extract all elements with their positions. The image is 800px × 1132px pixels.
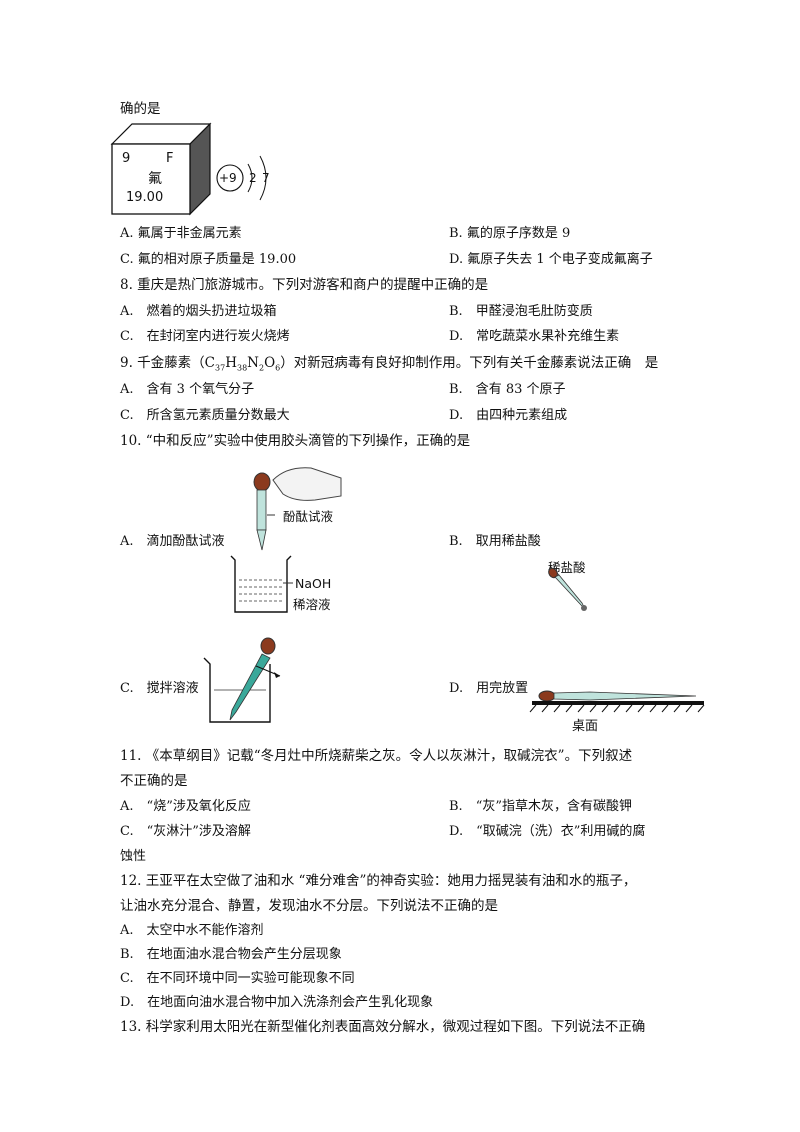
q9-stem: 9. 千金藤素（C37H38N2O6）对新冠病毒有良好抑制作用。下列有关千金藤素…	[120, 355, 659, 373]
q12-option-c[interactable]: C. 在不同环境中同一实验可能现象不同	[120, 971, 355, 986]
q11-option-a[interactable]: A. “烧”涉及氧化反应	[120, 799, 251, 814]
atomic-structure-diagram	[216, 155, 267, 201]
q9-option-b[interactable]: B. 含有 83 个原子	[449, 382, 566, 397]
q12-option-d[interactable]: D. 在地面向油水混合物中加入洗涤剂会产生乳化现象	[120, 995, 434, 1010]
atom-shell-2: 7	[262, 171, 270, 185]
dropper-tilted-figure	[548, 567, 587, 611]
tile-atomic-number: 9	[122, 151, 131, 166]
q7-stem-tail: 确的是	[120, 101, 161, 117]
q12-stem-line2: 让油水充分混合、静置，发现油水不分层。下列说法不正确的是	[120, 898, 498, 914]
q7-option-d[interactable]: D. 氟原子失去 1 个电子变成氟离子	[449, 252, 653, 267]
dropper-stir-figure	[203, 637, 281, 723]
label-table: 桌面	[572, 719, 599, 734]
q9-option-d[interactable]: D. 由四种元素组成	[449, 408, 568, 423]
q11-stem-line1: 11. 《本草纲目》记载“冬月灶中所烧薪柴之灰。令人以灰淋汁，取碱浣衣”。下列叙…	[120, 748, 633, 764]
q8-option-c[interactable]: C. 在封闭室内进行炭火烧烤	[120, 329, 290, 344]
q10-option-b[interactable]: B. 取用稀盐酸	[449, 534, 541, 549]
q8-stem: 8. 重庆是热门旅游城市。下列对游客和商户的提醒中正确的是	[120, 277, 489, 293]
q12-stem-line1: 12. 王亚平在太空做了油和水 “难分难舍”的神奇实验：她用力摇晃装有油和水的瓶…	[120, 873, 637, 889]
q12-option-b[interactable]: B. 在地面油水混合物会产生分层现象	[120, 947, 342, 962]
label-dilute-solution: 稀溶液	[293, 597, 331, 612]
q13-stem: 13. 科学家利用太阳光在新型催化剂表面高效分解水，微观过程如下图。下列说法不正…	[120, 1019, 646, 1035]
q8-option-d[interactable]: D. 常吃蔬菜水果补充维生素	[449, 329, 620, 344]
q9-option-a[interactable]: A. 含有 3 个氧气分子	[120, 382, 255, 397]
q7-option-b[interactable]: B. 氟的原子序数是 9	[449, 226, 571, 241]
dropper-on-table-figure	[529, 690, 705, 713]
q10-option-c[interactable]: C. 搅拌溶液	[120, 681, 199, 696]
tile-element-name: 氟	[148, 171, 162, 187]
dropper-drop-figure	[230, 467, 342, 613]
atom-shell-1: 2	[249, 171, 257, 185]
label-dilute-hcl: 稀盐酸	[548, 560, 586, 575]
q10-option-d[interactable]: D. 用完放置	[449, 681, 529, 696]
element-tile-figure	[110, 122, 212, 216]
q7-option-c[interactable]: C. 氟的相对原子质量是 19.00	[120, 252, 297, 267]
tile-symbol: F	[166, 151, 174, 166]
q11-option-d[interactable]: D. “取碱浣（洗）衣”利用碱的腐	[449, 824, 646, 839]
label-phenolphthalein: 酚酞试液	[283, 509, 334, 524]
label-naoh: NaOH	[295, 576, 332, 591]
q11-stem-line2: 不正确的是	[120, 773, 188, 789]
q10-stem: 10. “中和反应”实验中使用胶头滴管的下列操作，正确的是	[120, 433, 471, 449]
atom-nucleus-charge: +9	[219, 171, 237, 185]
q9-option-c[interactable]: C. 所含氢元素质量分数最大	[120, 408, 290, 423]
q10-option-a[interactable]: A. 滴加酚酞试液	[120, 534, 225, 549]
q11-option-c[interactable]: C. “灰淋汁”涉及溶解	[120, 824, 251, 839]
q11-option-b[interactable]: B. “灰”指草木灰，含有碳酸钾	[449, 799, 632, 814]
tile-atomic-mass: 19.00	[126, 190, 164, 205]
q8-option-b[interactable]: B. 甲醛浸泡毛肚防变质	[449, 304, 593, 319]
q8-option-a[interactable]: A. 燃着的烟头扔进垃圾箱	[120, 304, 277, 319]
q12-option-a[interactable]: A. 太空中水不能作溶剂	[120, 923, 264, 938]
q11-option-d-continued: 蚀性	[120, 849, 147, 864]
q7-option-a[interactable]: A. 氟属于非金属元素	[120, 226, 242, 241]
